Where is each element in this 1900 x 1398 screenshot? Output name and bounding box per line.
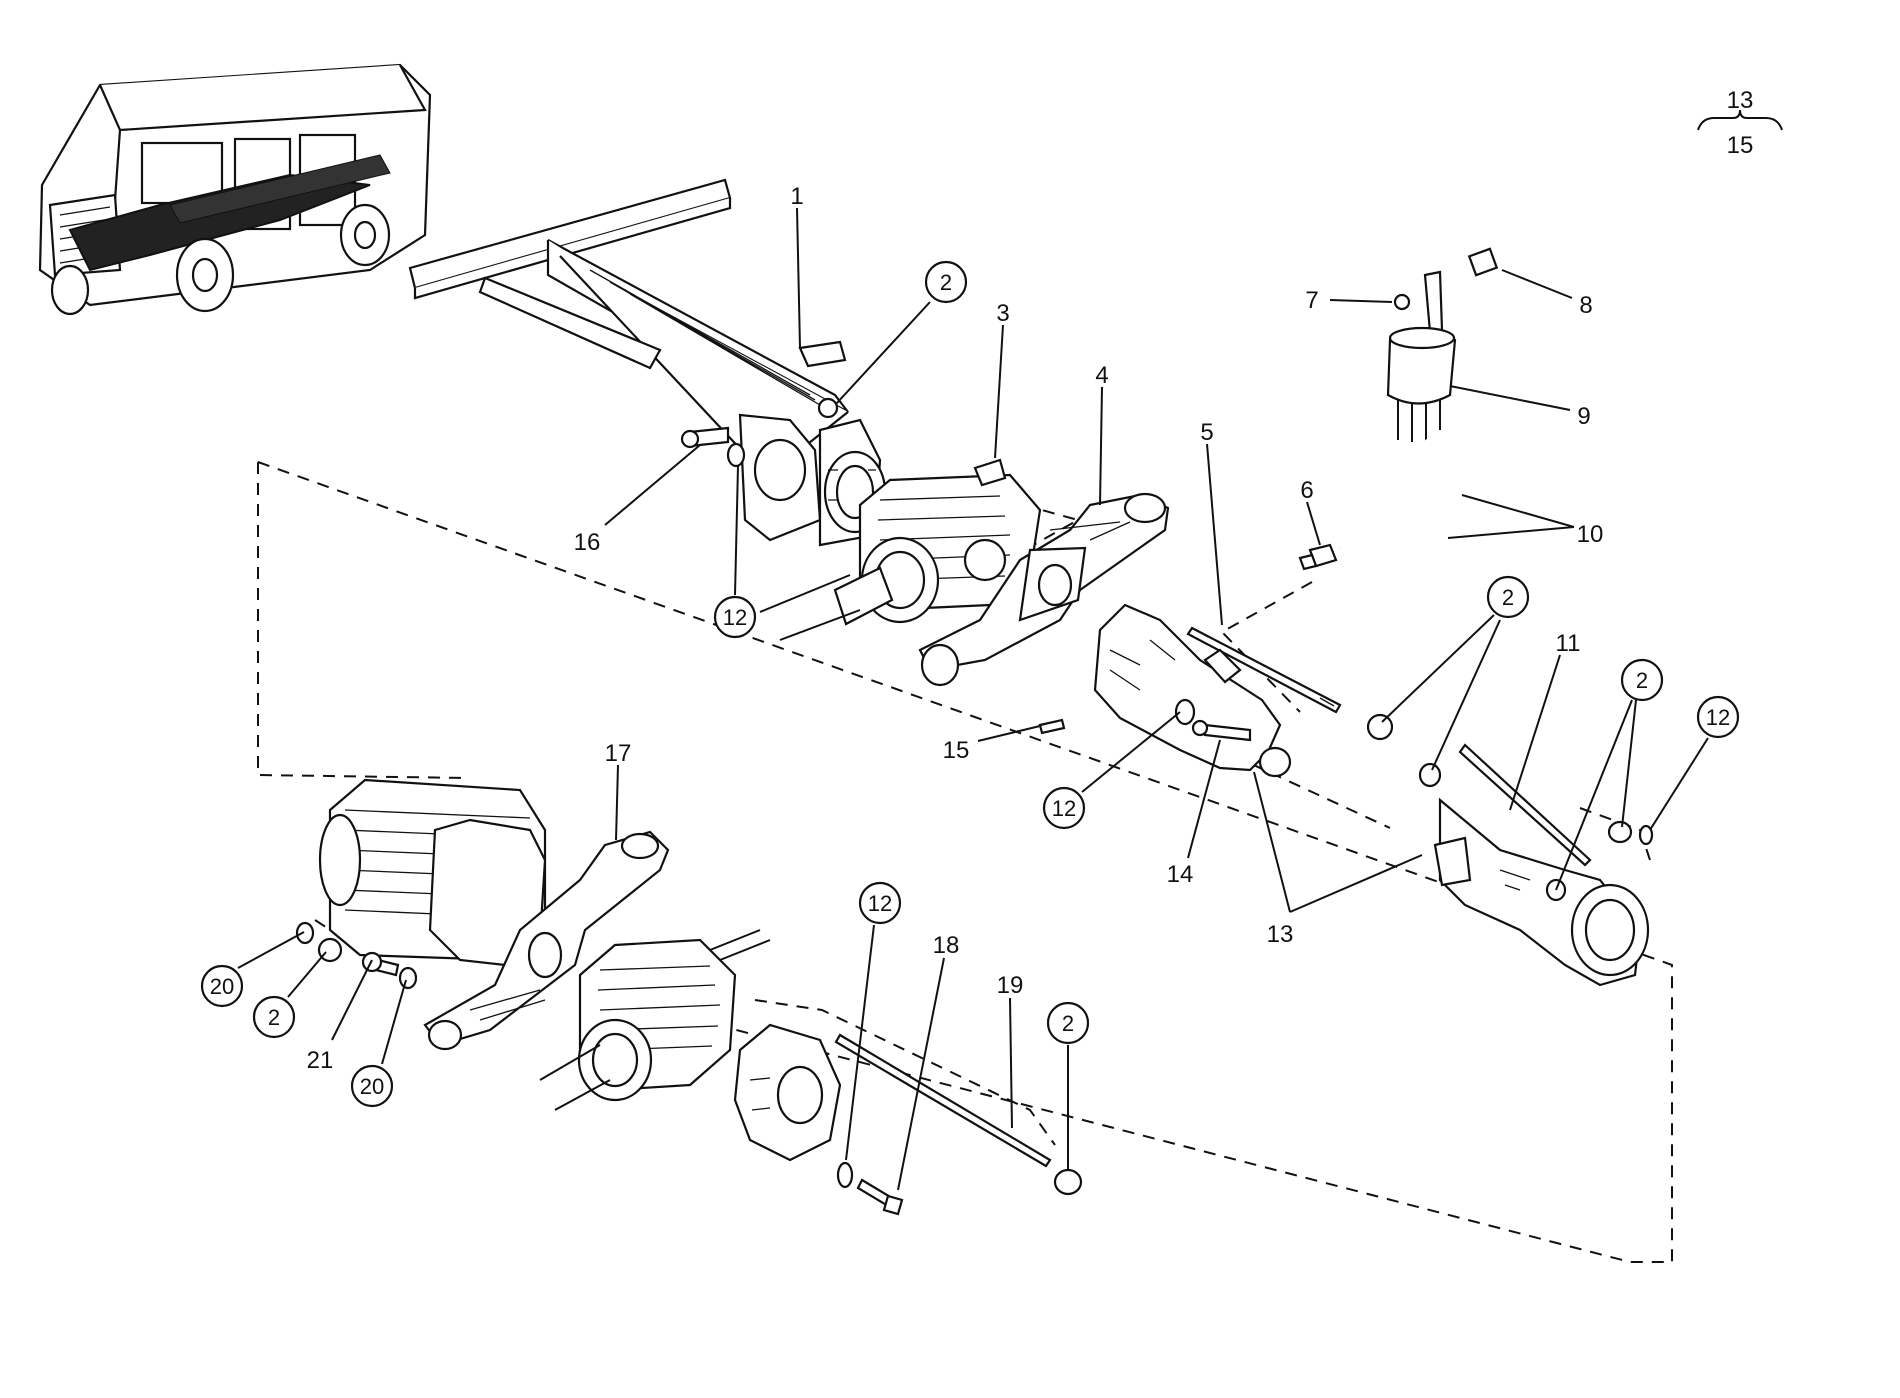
callout-leader-c8 — [1501, 269, 1573, 299]
callout-label-c16: 16 — [574, 529, 601, 556]
callout-leader-c21 — [331, 959, 373, 1041]
callout-leader-c6 — [1306, 501, 1321, 546]
callout-leader-c3 — [994, 324, 1004, 459]
callout-label-c12d: 12 — [868, 891, 892, 916]
mounting-bracket-upper — [918, 492, 1170, 687]
callout-circle-c2b — [1486, 575, 1530, 619]
callout-label-c9: 9 — [1577, 403, 1590, 430]
callout-circle-c2a — [924, 260, 968, 304]
transfer-case-lower — [318, 778, 547, 967]
callout-circle-c2f — [252, 995, 296, 1039]
callout-label-c1: 1 — [790, 183, 803, 210]
breather-canister — [1386, 247, 1499, 442]
callout-label-c21: 21 — [307, 1047, 334, 1074]
vehicle-locator-illustration — [38, 63, 432, 316]
fasteners-lower-left — [295, 921, 418, 990]
callout-label-c19: 19 — [997, 972, 1024, 999]
callout-label-c12b: 12 — [723, 605, 747, 630]
callout-label-c13: 13 — [1267, 921, 1294, 948]
bell-housing-right — [1433, 743, 1654, 987]
callout-leader-c13 — [1253, 771, 1291, 913]
callout-leader-c2d — [1621, 699, 1637, 828]
callout-leader-c12a — [1649, 737, 1709, 831]
frame-crossmember — [408, 178, 887, 547]
legend-bracket: 13 15 — [1697, 87, 1783, 159]
callout-leader-c7 — [1329, 299, 1393, 303]
callout-label-c4: 4 — [1095, 362, 1108, 389]
housing-middle — [1038, 603, 1292, 778]
callout-circle-c20b — [350, 1064, 394, 1108]
callout-label-c2a: 2 — [940, 270, 952, 295]
callout-circle-c20a — [200, 964, 244, 1008]
callout-leader-c13b — [1289, 854, 1423, 913]
callout-label-c7: 7 — [1305, 287, 1318, 314]
gearbox-lower — [539, 929, 771, 1111]
callout-leader-c2a — [835, 301, 931, 405]
stud-long-upper — [1186, 626, 1342, 714]
callout-circle-c12d — [858, 881, 902, 925]
callout-label-c20a: 20 — [210, 974, 234, 999]
callout-leader-c16 — [604, 444, 701, 526]
callout-leader-c19 — [1009, 997, 1013, 1129]
callout-label-c14: 14 — [1167, 861, 1194, 888]
callout-label-c12a: 12 — [1706, 705, 1730, 730]
callout-label-c17: 17 — [605, 740, 632, 767]
callout-leader-c17 — [615, 764, 619, 841]
callout-label-c2f: 2 — [268, 1005, 280, 1030]
callout-label-c5: 5 — [1200, 419, 1213, 446]
callout-leader-c2e — [1555, 699, 1633, 891]
callout-leader-c20b — [381, 979, 407, 1065]
callout-label-c2d: 2 — [1636, 668, 1648, 693]
callout-circle-c12c — [1042, 786, 1086, 830]
callout-leader-c4 — [1099, 386, 1103, 506]
callout-circle-c12a — [1696, 695, 1740, 739]
callout-label-c20b: 20 — [360, 1074, 384, 1099]
callout-label-c2b: 2 — [1502, 585, 1514, 610]
bolt-and-stud-lower — [834, 1033, 1083, 1216]
gearbox-upper — [759, 458, 1042, 641]
legend-bracket-bottom: 15 — [1727, 132, 1754, 159]
callout-leader-c12d — [845, 924, 875, 1161]
callout-label-c8: 8 — [1579, 292, 1592, 319]
mounting-bracket-lower — [423, 830, 670, 1051]
callout-leader-c2b — [1381, 614, 1495, 723]
callout-circle-c2g — [1046, 1001, 1090, 1045]
nut-2-upper — [1366, 713, 1442, 788]
callout-circle-c12b — [713, 595, 757, 639]
callout-label-c11: 11 — [1556, 630, 1581, 657]
callout-label-c2g: 2 — [1062, 1011, 1074, 1036]
callout-leader-c9 — [1449, 385, 1571, 411]
callout-leader-c12c — [1081, 711, 1181, 793]
callout-leader-c12b — [734, 465, 739, 596]
callout-label-c10: 10 — [1577, 521, 1604, 548]
callout-leader-c11 — [1509, 654, 1561, 811]
end-cover-lower — [733, 1023, 842, 1162]
callout-label-c3: 3 — [996, 300, 1009, 327]
callout-label-c12c: 12 — [1052, 796, 1076, 821]
breather-hose — [1338, 437, 1451, 563]
callout-label-c6: 6 — [1300, 477, 1313, 504]
callout-leaders — [237, 207, 1709, 1191]
callout-leader-c14 — [1187, 739, 1221, 859]
callout-leader-c20a — [237, 931, 305, 969]
callout-leader-c5 — [1206, 443, 1223, 626]
callout-label-c15: 15 — [943, 737, 970, 764]
callout-leader-c15 — [977, 725, 1041, 742]
callout-leader-c18 — [897, 957, 945, 1191]
callout-leader-c2f — [287, 951, 327, 998]
callout-label-c18: 18 — [933, 932, 960, 959]
callout-leader-c1 — [796, 207, 801, 349]
legend-bracket-top: 13 — [1727, 87, 1754, 114]
callout-leader-c2c — [1431, 619, 1501, 771]
callout-leader-c10 — [1461, 494, 1575, 528]
callout-circle-c2d — [1620, 658, 1664, 702]
sensor-switch — [1298, 543, 1338, 571]
callout-leader-c10b — [1447, 526, 1575, 539]
